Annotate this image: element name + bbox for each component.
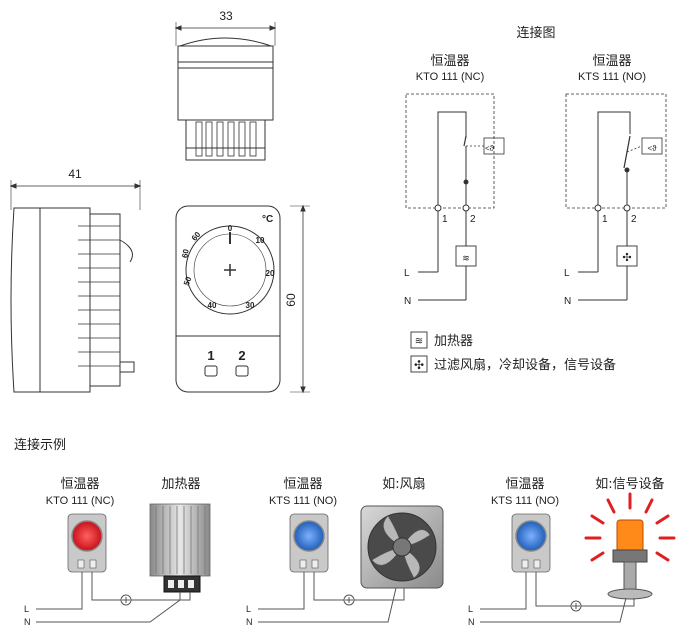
- wiring-left-terminal-1: 1: [442, 214, 448, 225]
- example-2-model: KTS 111 (NO): [269, 495, 337, 507]
- depth-dimension: 41: [68, 167, 82, 181]
- legend-heater-label: 加热器: [434, 334, 473, 349]
- examples-title: 连接示例: [14, 437, 66, 453]
- dial-scale: 0 10 20 30 40 50 60 60: [180, 224, 275, 310]
- example-1-L: L: [24, 604, 29, 614]
- example-2-thermostat-unit: [289, 513, 329, 573]
- wiring-diagram-title: 连接图: [516, 25, 555, 41]
- example-3-wires: [480, 572, 635, 623]
- legend: ≋ 加热器 ✣ 过滤风扇，冷却设备，信号设备: [410, 331, 616, 373]
- wiring-left-model: KTO 111 (NC): [416, 71, 484, 83]
- legend-fan-box: [410, 355, 428, 373]
- example-1-device: 加热器: [161, 477, 200, 492]
- wiring-right-L: L: [564, 268, 570, 279]
- legend-heater-icon: ≋: [415, 336, 423, 347]
- example-3-signal-light: [584, 492, 676, 600]
- wiring-left-L: L: [404, 268, 410, 279]
- dial-unit: °C: [262, 214, 273, 225]
- legend-heater-box: [410, 331, 428, 349]
- example-3-device: 如:信号设备: [595, 476, 664, 492]
- side-view-drawing: [9, 180, 142, 393]
- example-1-N: N: [24, 617, 31, 627]
- front-view-drawing: [175, 204, 310, 394]
- right-fan-icon: ✣: [622, 252, 631, 264]
- example-2-thermostat: 恒温器: [283, 477, 322, 492]
- wiring-left-label: 恒温器: [430, 54, 469, 69]
- legend-fan-label: 过滤风扇，冷却设备，信号设备: [434, 357, 616, 373]
- example-1-model: KTO 111 (NC): [46, 495, 114, 507]
- dial-tick-20: 20: [266, 269, 275, 278]
- dial-tick-40: 40: [208, 301, 217, 310]
- left-heater-icon: ≋: [462, 253, 470, 263]
- legend-fan-icon: ✣: [414, 358, 424, 372]
- example-3-thermostat: 恒温器: [505, 477, 544, 492]
- example-2-wires: [258, 572, 405, 623]
- wiring-right-schematic: [565, 93, 667, 301]
- example-1-thermostat: 恒温器: [60, 477, 99, 492]
- wiring-left-schematic: [405, 93, 505, 301]
- wiring-right-terminal-1: 1: [602, 214, 608, 225]
- right-temp-symbol-icon: <ϑ: [647, 144, 657, 153]
- dial-tick-0: 0: [228, 224, 233, 233]
- width-dimension: 33: [219, 9, 233, 23]
- dial-tick-10: 10: [256, 236, 265, 245]
- example-3-model: KTS 111 (NO): [491, 495, 559, 507]
- top-view-drawing: [174, 22, 277, 161]
- wiring-right-model: KTS 111 (NO): [578, 71, 646, 83]
- wiring-right-terminal-2: 2: [631, 214, 637, 225]
- example-1-heater: [149, 503, 211, 593]
- example-1-wires: [36, 572, 191, 623]
- dial-tick-30: 30: [246, 301, 255, 310]
- wiring-left-terminal-2: 2: [470, 214, 476, 225]
- wiring-right-N: N: [564, 296, 571, 307]
- wiring-left-N: N: [404, 296, 411, 307]
- dial-tick-60a: 60: [180, 248, 191, 259]
- dial-tick-50: 50: [182, 275, 194, 287]
- height-dimension: 60: [284, 293, 298, 307]
- front-terminal-1: 1: [207, 348, 214, 363]
- example-2-device: 如:风扇: [382, 476, 425, 492]
- example-3-L: L: [468, 604, 473, 614]
- example-2-N: N: [246, 617, 253, 627]
- example-3-N: N: [468, 617, 475, 627]
- front-terminal-2: 2: [238, 348, 245, 363]
- example-1-thermostat-unit: [67, 513, 107, 573]
- dial-tick-60b: 60: [190, 230, 203, 243]
- left-temp-symbol-icon: <ϑ: [485, 144, 495, 153]
- example-2-L: L: [246, 604, 251, 614]
- example-3-thermostat-unit: [511, 513, 551, 573]
- wiring-right-label: 恒温器: [592, 54, 631, 69]
- example-2-fan: [360, 505, 444, 589]
